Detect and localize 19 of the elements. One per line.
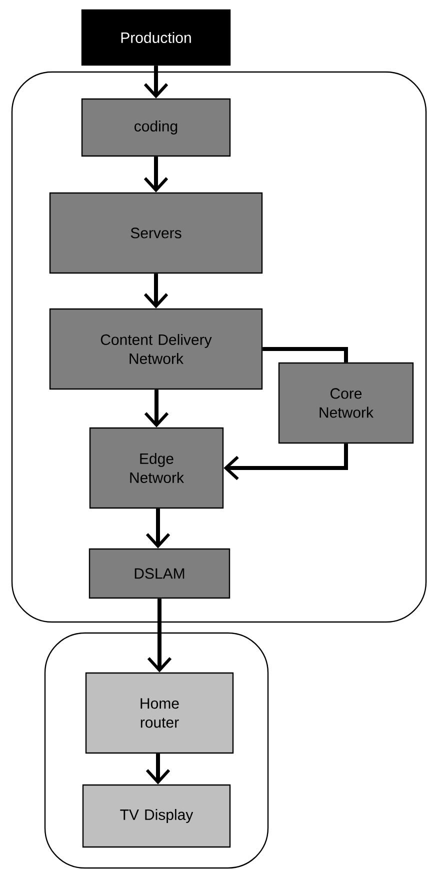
process-box: Core Network: [278, 362, 414, 444]
process-box: Production: [81, 9, 231, 66]
process-box: TV Display: [82, 784, 231, 848]
group-container: [11, 71, 427, 623]
arrow: [144, 274, 168, 308]
arrow: [224, 444, 348, 480]
process-box: Content Delivery Network: [49, 308, 263, 390]
arrow: [146, 508, 170, 548]
process-box: Edge Network: [89, 427, 224, 509]
process-box: coding: [81, 98, 231, 157]
arrow: [144, 390, 169, 428]
arrow: [146, 754, 170, 784]
arrow: [144, 156, 168, 192]
process-box: Home router: [85, 672, 234, 754]
group-container: [44, 632, 269, 869]
arrow: [147, 598, 172, 672]
process-box: Servers: [49, 192, 263, 274]
process-box: DSLAM: [88, 548, 230, 599]
arrow: [144, 66, 168, 98]
